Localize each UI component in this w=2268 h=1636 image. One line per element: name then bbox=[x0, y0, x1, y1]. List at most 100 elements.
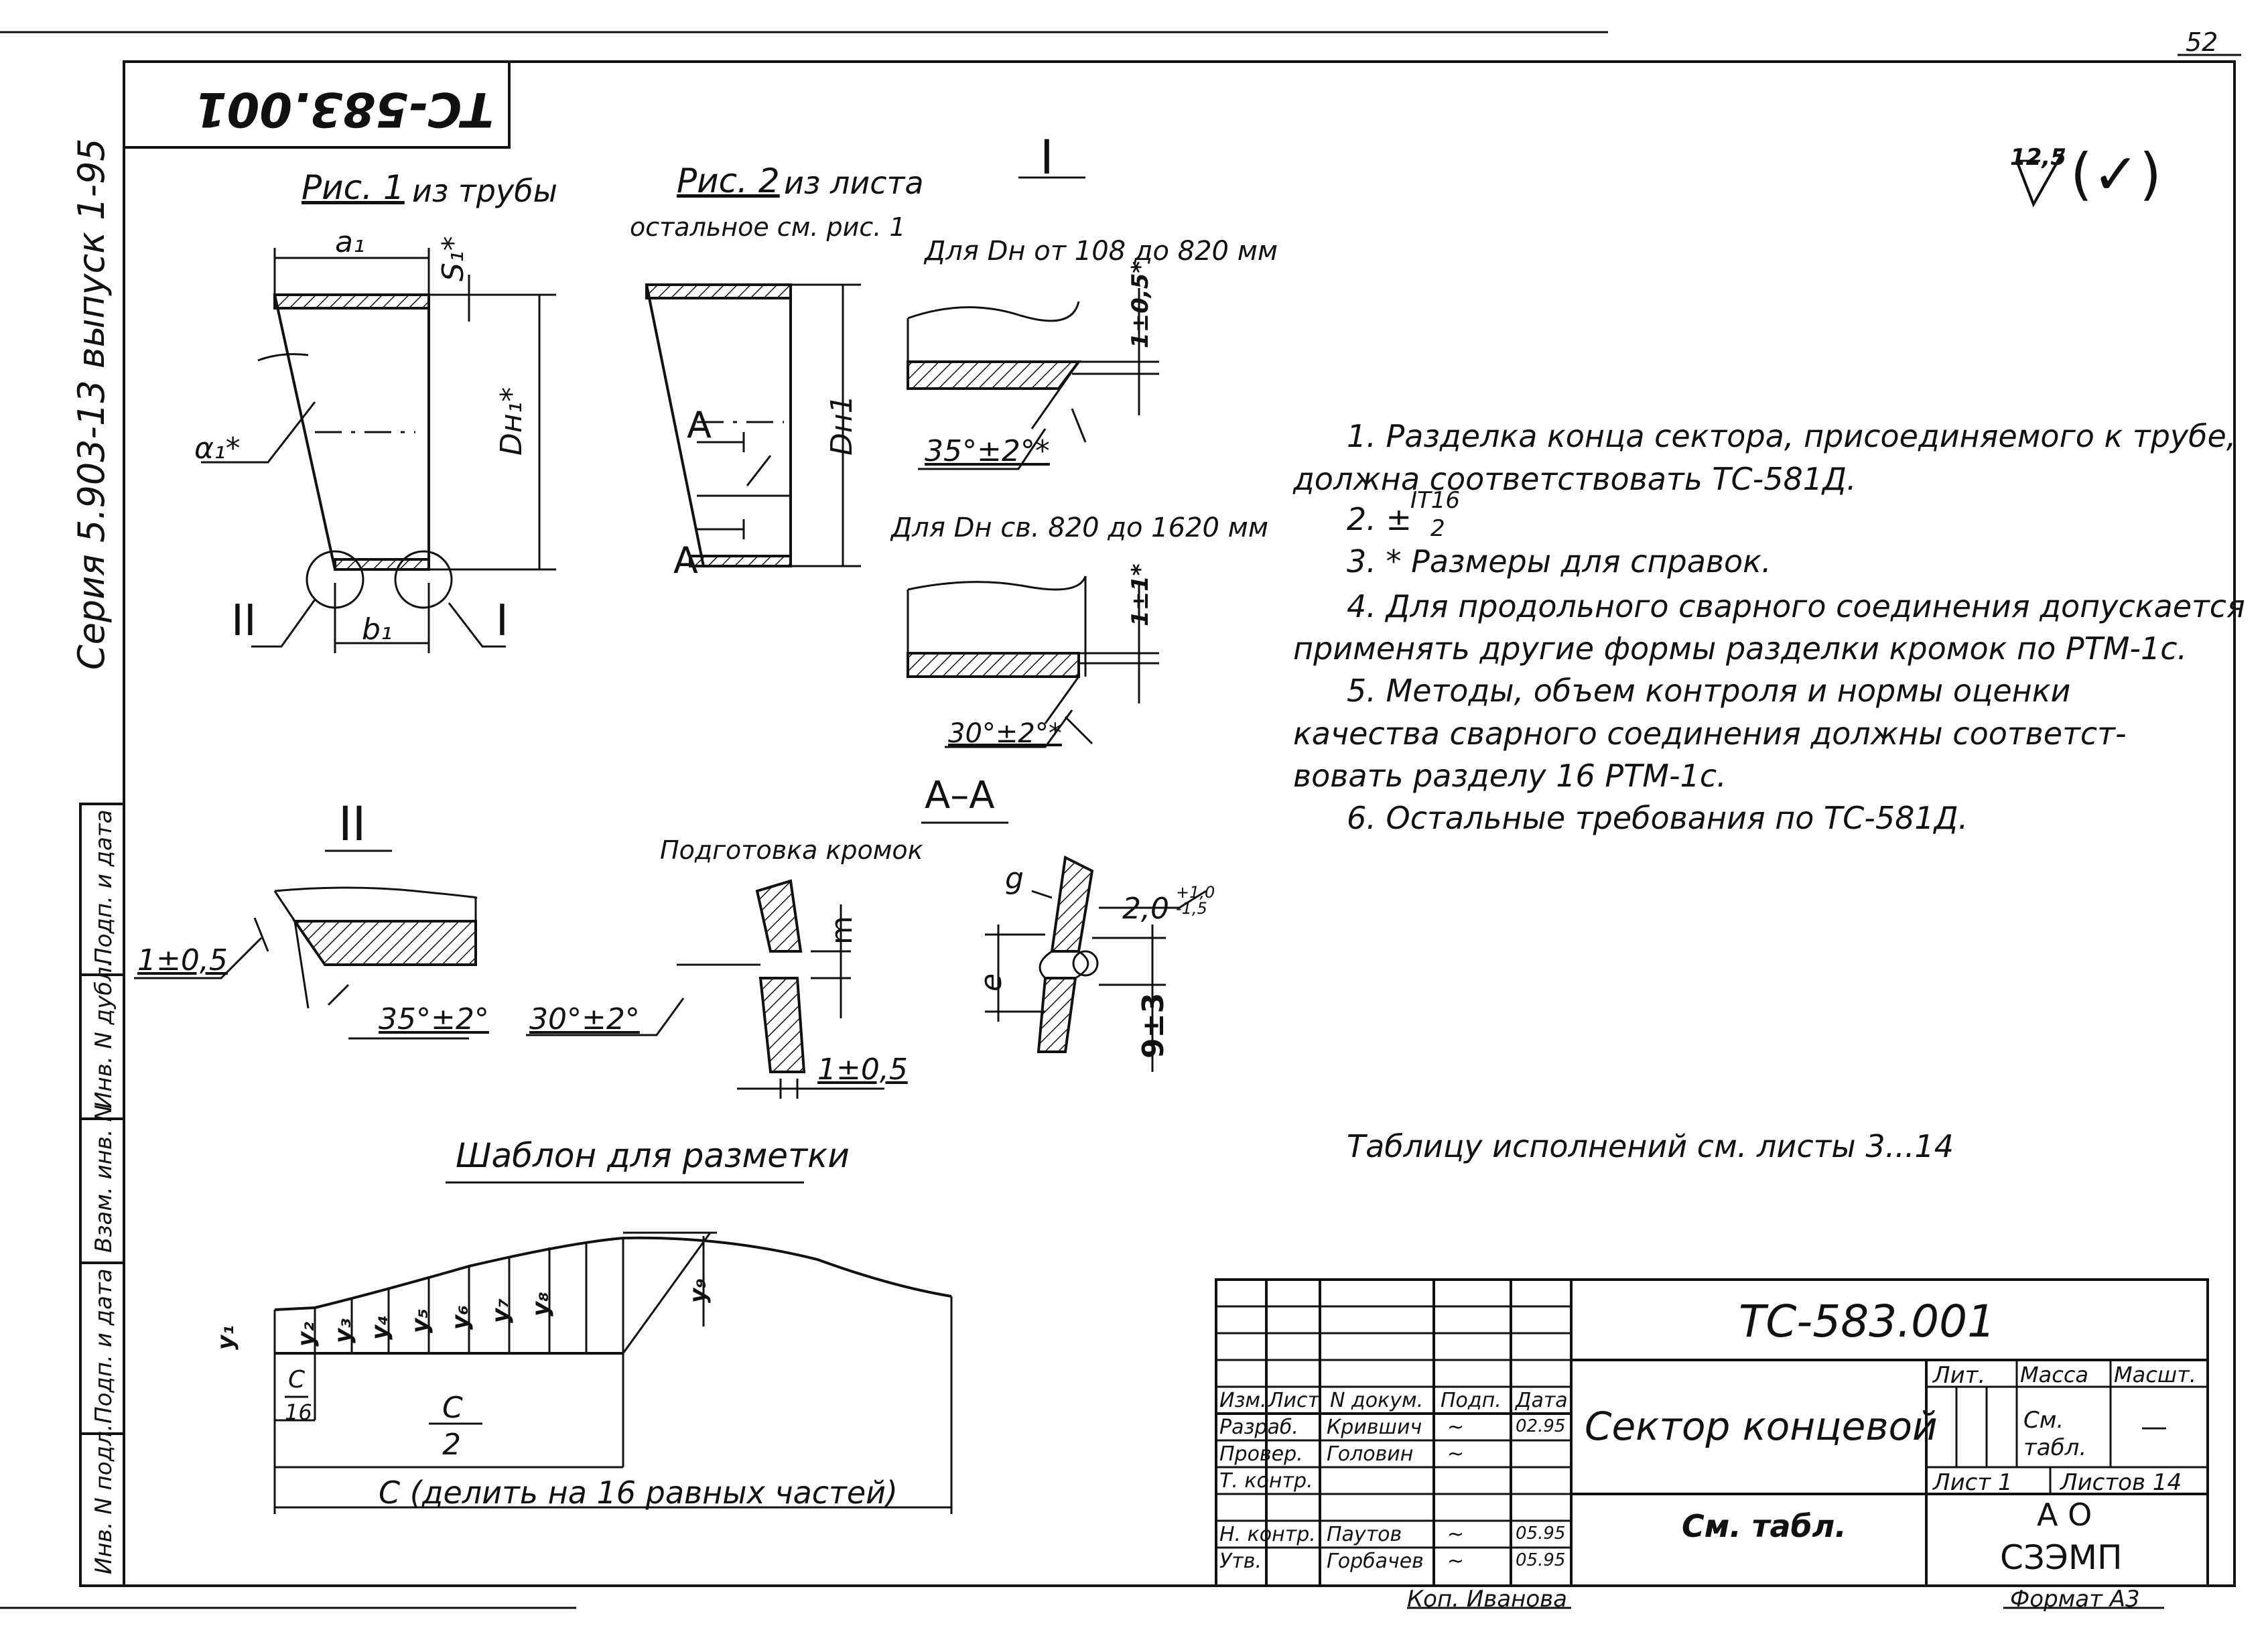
note-line-1: 1. Разделка конца сектора, присоединяемо… bbox=[1347, 418, 2237, 454]
lit-label: Лит. bbox=[1933, 1362, 1986, 1389]
note-line-7: 5. Методы, объем контроля и нормы оценки bbox=[1347, 673, 2071, 709]
mass-label: Масса bbox=[2020, 1362, 2089, 1387]
note-line-5: 4. Для продольного сварного соединения д… bbox=[1347, 588, 2245, 624]
fig1-subtitle: из трубы bbox=[412, 173, 557, 209]
hdr-podp: Подп. bbox=[1441, 1389, 1502, 1412]
dim-1-05-left: 1±0,5 bbox=[137, 943, 228, 977]
note-line-6: применять другие формы разделки кромок п… bbox=[1293, 630, 2188, 667]
row-sign-2: ~ bbox=[1447, 1442, 1465, 1466]
roughness-check-icon bbox=[2015, 150, 2065, 208]
row-role-2: Провер. bbox=[1219, 1442, 1303, 1466]
note-line-4: 3. * Размеры для справок. bbox=[1347, 543, 1772, 580]
row-role-1: Разраб. bbox=[1219, 1416, 1298, 1439]
dn-range-1: Для Dн от 108 до 820 мм bbox=[925, 236, 1278, 267]
dim-y4: y₄ bbox=[366, 1314, 393, 1340]
org-line-1: А О bbox=[2037, 1497, 2092, 1533]
row-sign-1: ~ bbox=[1447, 1416, 1465, 1439]
note-line-9: вовать разделу 16 РТМ-1с. bbox=[1293, 758, 1727, 794]
dim-1-1-star: 1±1* bbox=[1127, 563, 1154, 626]
dim-y1: y₁ bbox=[212, 1324, 239, 1350]
dim-m: m bbox=[825, 916, 859, 945]
section-AA-title: А–А bbox=[925, 774, 995, 817]
strip-label-4: Подп. и дата bbox=[90, 1268, 117, 1424]
row-role-3: Т. контр. bbox=[1219, 1469, 1313, 1493]
dim-1-05-star: 1±0,5* bbox=[1127, 261, 1154, 348]
dim-e: e bbox=[974, 973, 1008, 992]
dim-s1: S₁* bbox=[436, 236, 470, 281]
note-line-10: 6. Остальные требования по ТС-581Д. bbox=[1347, 800, 1969, 836]
row-name-4: Паутов bbox=[1327, 1523, 1402, 1546]
doc-code: ТС-583.001 bbox=[1739, 1296, 1996, 1347]
view-II-title: II bbox=[338, 797, 366, 851]
dim-y9: y₉ bbox=[685, 1278, 712, 1303]
dim-y7: y₇ bbox=[487, 1298, 514, 1323]
sheet-label: Лист 1 bbox=[1933, 1469, 2013, 1496]
hdr-data: Дата bbox=[1516, 1389, 1568, 1412]
format-label: Формат А3 bbox=[2010, 1586, 2140, 1613]
strip-label-2: Инв. N дубл. bbox=[90, 959, 117, 1109]
dim-1-05-bottom: 1±0,5 bbox=[817, 1052, 908, 1087]
roughness-suffix: (✓) bbox=[2070, 141, 2161, 207]
row-date-5: 05.95 bbox=[1516, 1550, 1566, 1570]
note-line-3: 2. ± bbox=[1347, 501, 1412, 537]
table-reference: Таблицу исполнений см. листы 3...14 bbox=[1347, 1128, 1954, 1164]
row-date-4: 05.95 bbox=[1516, 1523, 1566, 1544]
dim-b1: b₁ bbox=[362, 612, 393, 646]
dim-y8: y₈ bbox=[527, 1291, 554, 1316]
mark-II: II bbox=[231, 596, 257, 646]
row-role-5: Утв. bbox=[1219, 1550, 1262, 1573]
mark-A-bottom: А bbox=[673, 539, 698, 582]
doc-title: Сектор концевой bbox=[1585, 1404, 1938, 1449]
mark-I: I bbox=[496, 596, 509, 646]
row-sign-4: ~ bbox=[1447, 1523, 1465, 1546]
dim-dh1: Dн1 bbox=[825, 395, 859, 456]
edge-prep-title: Подготовка кромок bbox=[660, 835, 923, 865]
roughness-value: 12,5 bbox=[2010, 144, 2066, 171]
dim-30: 30°±2° bbox=[529, 1002, 640, 1036]
dim-y5: y₅ bbox=[407, 1308, 433, 1333]
note2-fraction-den: 2 bbox=[1430, 515, 1445, 542]
dim-35: 35°±2° bbox=[379, 1002, 489, 1036]
dim-c16-den: 16 bbox=[285, 1400, 312, 1425]
row-date-1: 02.95 bbox=[1516, 1416, 1566, 1436]
strip-label-3: Взам. инв. N bbox=[90, 1105, 117, 1253]
left-strip bbox=[79, 803, 125, 1587]
row-role-4: Н. контр. bbox=[1219, 1523, 1316, 1546]
note-line-8: качества сварного соединения должны соот… bbox=[1293, 715, 2127, 752]
fig2-outline bbox=[645, 283, 792, 567]
view-I-title: I bbox=[1040, 130, 1054, 185]
dim-y2: y₂ bbox=[293, 1321, 320, 1347]
template-title: Шаблон для разметки bbox=[456, 1136, 850, 1175]
strip-label-1: Подп. и дата bbox=[90, 809, 117, 965]
dim-2-0: 2,0 bbox=[1122, 892, 1169, 926]
dim-c2-num: C bbox=[442, 1391, 463, 1425]
dim-c16-num: C bbox=[288, 1366, 306, 1393]
series-label: Серия 5.903-13 выпуск 1-95 bbox=[70, 138, 113, 670]
dim-c-divide: С (делить на 16 равных частей) bbox=[379, 1475, 898, 1511]
dim-9-3: 9±3 bbox=[1136, 992, 1171, 1059]
page-number: 52 bbox=[2186, 27, 2218, 57]
dim-g: g bbox=[1005, 862, 1024, 896]
row-name-1: Крившич bbox=[1327, 1416, 1422, 1439]
row-name-5: Горбачев bbox=[1327, 1550, 1424, 1573]
template-curve bbox=[274, 1236, 952, 1311]
hdr-ndoc: N докум. bbox=[1330, 1389, 1424, 1412]
fig2-title: Рис. 2 bbox=[677, 161, 780, 200]
mark-A-top: А bbox=[687, 404, 712, 446]
copier-label: Коп. Иванова bbox=[1407, 1586, 1567, 1613]
sheets-label: Листов 14 bbox=[2060, 1469, 2182, 1496]
scale-label: Масшт. bbox=[2114, 1362, 2196, 1387]
row-name-2: Головин bbox=[1327, 1442, 1414, 1466]
dim-a1: a₁ bbox=[335, 225, 365, 259]
doc-material: См. табл. bbox=[1682, 1508, 1847, 1544]
fig1-title: Рис. 1 bbox=[302, 168, 405, 207]
note2-fraction-num: IT16 bbox=[1410, 487, 1461, 514]
dim-35-star: 35°±2°* bbox=[925, 434, 1050, 468]
fig2-note: остальное см. рис. 1 bbox=[630, 212, 906, 242]
hdr-izm: Изм. bbox=[1219, 1389, 1267, 1412]
stamp-box bbox=[124, 62, 511, 149]
row-sign-5: ~ bbox=[1447, 1550, 1465, 1573]
strip-label-5: Инв. N подл. bbox=[90, 1424, 117, 1574]
dim-alpha1: α₁* bbox=[194, 431, 241, 466]
